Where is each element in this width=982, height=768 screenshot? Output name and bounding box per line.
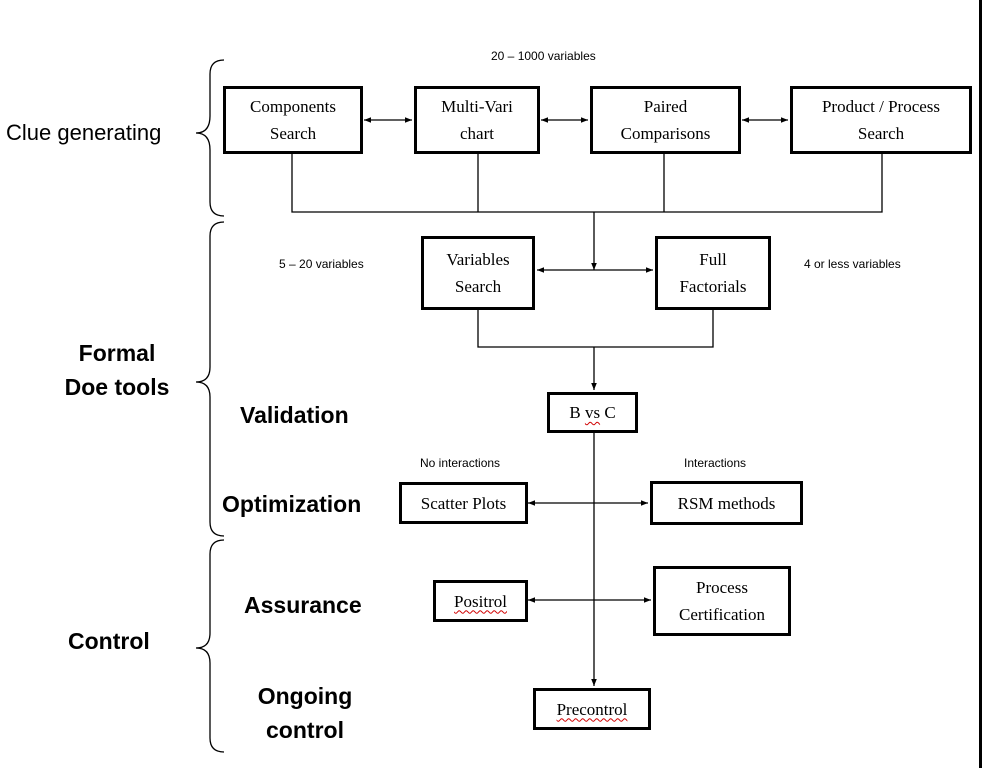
label-ongoing-line2: control xyxy=(266,717,344,743)
label-assurance: Assurance xyxy=(244,592,362,618)
text-certification: Certification xyxy=(679,605,765,624)
collector-middle xyxy=(477,310,714,348)
box-precontrol: Precontrol xyxy=(533,688,651,730)
text-precontrol: Precontrol xyxy=(556,699,628,719)
box-scatter-plots: Scatter Plots xyxy=(399,482,528,524)
text-positrol: Positrol xyxy=(454,591,507,611)
label-ongoing-control: Ongoing control xyxy=(230,679,380,747)
text-process: Process xyxy=(696,578,748,597)
text-search-2: Search xyxy=(857,124,905,143)
label-ongoing-line1: Ongoing xyxy=(257,683,353,709)
note-right-variables: 4 or less variables xyxy=(804,257,901,271)
label-formal-doe-tools: Formal Doe tools xyxy=(42,336,192,404)
left-brace-control xyxy=(195,539,225,753)
box-rsm-methods: RSM methods xyxy=(650,481,803,525)
text-search: Search xyxy=(269,124,317,143)
text-paired: Paired xyxy=(643,97,688,116)
box-b-vs-c: B vs C xyxy=(547,392,638,433)
text-b-vs-c: B vs C xyxy=(569,403,616,422)
left-brace-clue xyxy=(195,59,225,217)
note-top-variables: 20 – 1000 variables xyxy=(491,49,596,63)
text-search-3: Search xyxy=(454,277,502,296)
text-multi-vari: Multi-Vari xyxy=(441,97,513,116)
note-interactions: Interactions xyxy=(684,456,747,470)
box-multi-vari-chart: Multi-Vari chart xyxy=(414,86,540,154)
text-components: Components xyxy=(250,97,336,116)
text-chart: chart xyxy=(460,124,494,143)
text-product-process: Product / Process xyxy=(821,97,941,116)
label-clue-generating: Clue generating xyxy=(6,120,162,145)
text-scatter-plots: Scatter Plots xyxy=(420,493,507,513)
label-formal-line1: Formal xyxy=(78,340,156,366)
left-brace-doe xyxy=(195,221,225,537)
text-comparisons: Comparisons xyxy=(620,124,711,143)
collector-top xyxy=(291,153,883,213)
text-factorials: Factorials xyxy=(679,277,747,296)
box-positrol: Positrol xyxy=(433,580,528,622)
right-border-line xyxy=(979,0,982,768)
label-formal-line2: Doe tools xyxy=(64,374,170,400)
text-rsm-methods: RSM methods xyxy=(677,493,776,513)
note-no-interactions: No interactions xyxy=(420,456,501,470)
label-validation: Validation xyxy=(240,402,349,428)
label-optimization: Optimization xyxy=(222,491,362,517)
text-variables: Variables xyxy=(446,250,510,269)
label-control: Control xyxy=(68,628,150,654)
note-left-variables: 5 – 20 variables xyxy=(279,257,364,271)
text-full: Full xyxy=(699,250,727,269)
